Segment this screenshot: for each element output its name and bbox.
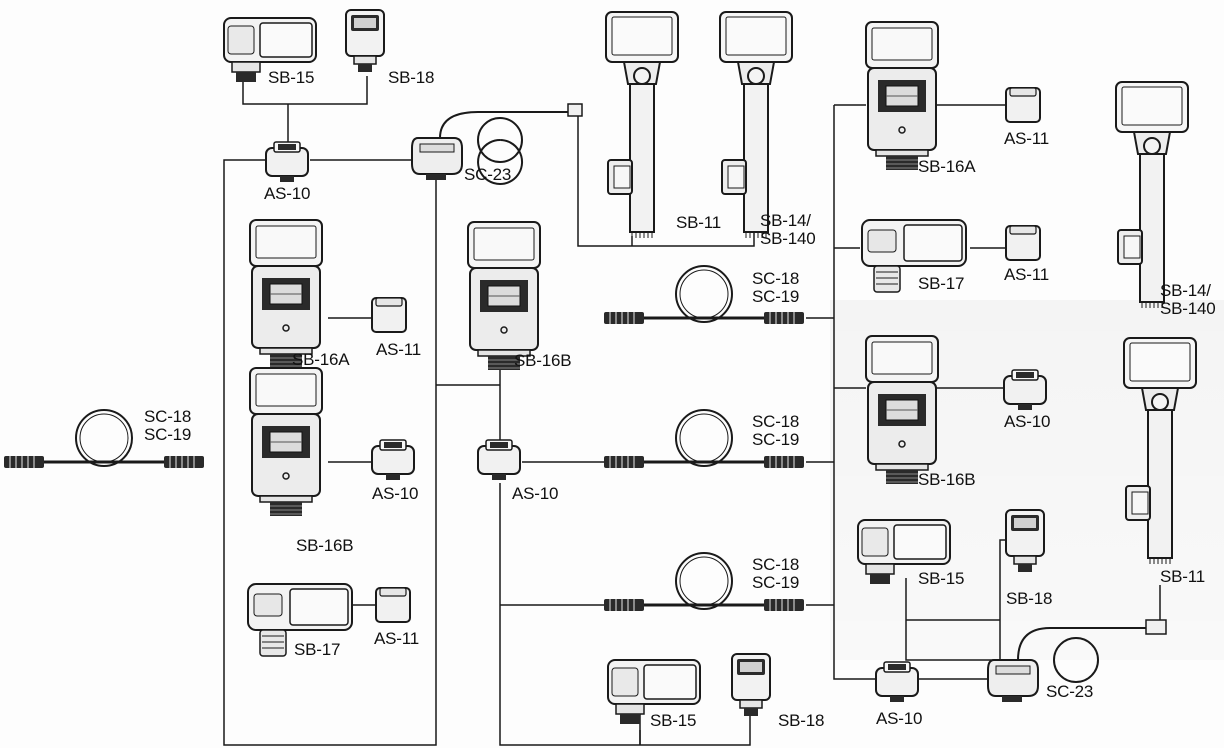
label-sb16b-right: SB-16B: [918, 471, 975, 489]
as11-adapter-left: [372, 298, 406, 332]
as11-adapter-bottom-left: [376, 588, 410, 622]
label-sc23-top: SC-23: [464, 166, 511, 184]
sb16b-flash-left: [250, 368, 322, 516]
label-as11-right: AS-11: [1004, 266, 1049, 284]
sb16b-flash-center: [468, 222, 540, 370]
label-sb15-bottom: SB-15: [650, 712, 696, 730]
as10-adapter-bottom-right: [876, 662, 918, 702]
sb18-flash-top-left: [346, 10, 384, 72]
label-sb18-top-left: SB-18: [388, 69, 434, 87]
sb16a-flash-left: [250, 220, 322, 368]
label-sb15-lower-right: SB-15: [918, 570, 964, 588]
sc23-coil-bottom-right: [1054, 638, 1098, 682]
sb18-flash-bottom: [732, 654, 770, 716]
sc23-cord-top: [412, 138, 462, 180]
label-sb15-top-left: SB-15: [268, 69, 314, 87]
as10-adapter-right-upper: [1004, 370, 1046, 410]
sb16b-flash-right: [866, 336, 938, 484]
label-as11-bottom-left: AS-11: [374, 630, 419, 648]
as11-adapter-right: [1006, 226, 1040, 260]
as10-adapter-left: [372, 440, 414, 480]
label-sb18-bottom: SB-18: [778, 712, 824, 730]
as10-adapter-top-left: [266, 142, 308, 182]
label-sb11-far-right: SB-11: [1160, 568, 1205, 586]
sb14-flash-far-right: [1116, 82, 1188, 308]
label-sb14-top: SB-14/SB-140: [760, 212, 816, 248]
sc23-plug-bottom-right: [1146, 620, 1166, 634]
label-sb16b-center: SB-16B: [514, 352, 571, 370]
label-sb14-far-right: SB-14/SB-140: [1160, 282, 1216, 318]
sc23-plug-top: [568, 104, 582, 116]
as11-adapter-top-right: [1006, 88, 1040, 122]
label-as11-left: AS-11: [376, 341, 421, 359]
label-sb11-top: SB-11: [676, 214, 721, 232]
label-as10-left: AS-10: [372, 485, 418, 503]
label-sb17-left: SB-17: [294, 641, 340, 659]
label-sb16a-left: SB-16A: [292, 351, 349, 369]
as10-adapter-center: [478, 440, 520, 480]
label-as11-top-right: AS-11: [1004, 130, 1049, 148]
sb16a-flash-top-right: [866, 22, 938, 170]
sb14-flash-top: [720, 12, 792, 238]
sb11-flash-far-right: [1124, 338, 1196, 564]
sc23-cord-bottom-right: [988, 660, 1038, 702]
label-sc23-bottom-right: SC-23: [1046, 683, 1093, 701]
label-as10-center: AS-10: [512, 485, 558, 503]
label-sb18-lower-right: SB-18: [1006, 590, 1052, 608]
sb18-flash-lower-right: [1006, 510, 1044, 572]
label-sb16b-left: SB-16B: [296, 537, 353, 555]
label-as10-bottom-right: AS-10: [876, 710, 922, 728]
label-as10-right-upper: AS-10: [1004, 413, 1050, 431]
label-sb16a-top-right: SB-16A: [918, 158, 975, 176]
sb11-flash-top: [606, 12, 678, 238]
label-as10-top-left: AS-10: [264, 185, 310, 203]
label-sb17-right: SB-17: [918, 275, 964, 293]
sc23-cable-bottom-right: [1018, 628, 1150, 660]
